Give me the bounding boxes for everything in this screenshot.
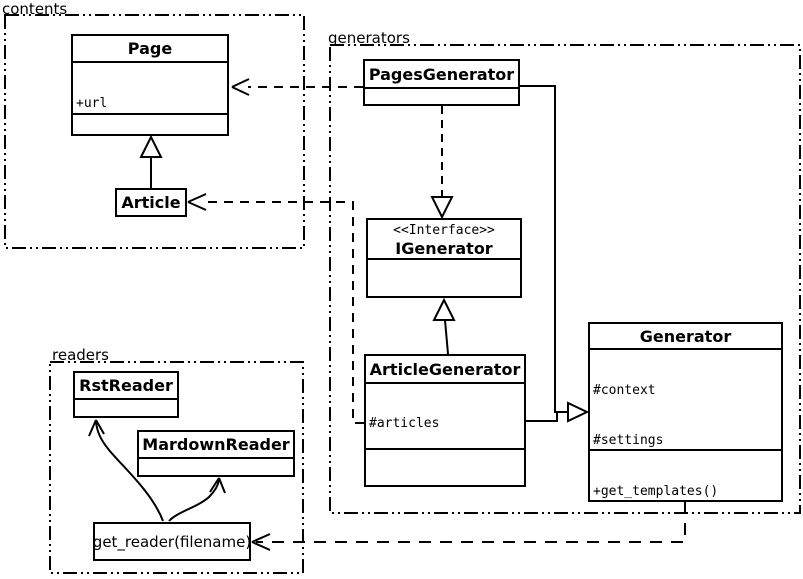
- class-mardownreader-title: MardownReader: [142, 435, 290, 454]
- class-pagesgenerator-attributes: #pages: [365, 87, 518, 104]
- class-rstreader-title: RstReader: [79, 376, 173, 395]
- class-page-title: Page: [127, 39, 173, 58]
- arrow-getreader-to-mardownreader: [168, 477, 226, 522]
- inheritance-arrow-article-to-page: [139, 134, 163, 188]
- class-generator-methods: +get_templates() +get_files(path,exclude…: [590, 449, 781, 500]
- dependency-arrow-pagesgenerator-to-page: [231, 78, 363, 96]
- generators-package-frame: [329, 44, 801, 514]
- class-rstreader: RstReader +read(): [73, 371, 179, 418]
- readers-package-label: readers: [52, 346, 109, 364]
- class-generator-title: Generator: [639, 326, 732, 346]
- class-generator-attributes: #context #settings #path #theme #output_…: [590, 348, 781, 449]
- class-article-title: Article: [121, 193, 181, 212]
- class-igenerator-methods: +generate_context() +generate_output(): [368, 258, 520, 296]
- class-igenerator-title: IGenerator: [395, 238, 493, 258]
- dependency-arrow-generator-to-getreader: [251, 502, 686, 551]
- contents-package-label: contents: [2, 0, 68, 18]
- class-generator: Generator #context #settings #path #them…: [588, 322, 783, 502]
- class-pagesgenerator: PagesGenerator #pages: [363, 59, 520, 106]
- attribute: #settings: [593, 432, 664, 448]
- class-page: Page +url +slug +summary +check_properti…: [71, 34, 229, 136]
- class-pagesgenerator-title: PagesGenerator: [368, 64, 515, 84]
- method: +generate_context(): [371, 295, 520, 296]
- generators-package-label: generators: [328, 29, 410, 47]
- class-articlegenerator-methods: +generate_feeds() +generate_pages(): [366, 448, 524, 485]
- attribute: +url: [76, 96, 108, 112]
- arrow-getreader-to-rstreader: [88, 419, 164, 522]
- class-page-attributes: +url +slug +summary: [73, 61, 227, 113]
- class-page-methods: +check_properties(): [73, 113, 227, 136]
- attribute: #context: [593, 383, 656, 398]
- class-igenerator-stereotype: <<Interface>>: [393, 223, 495, 238]
- inheritance-arrow-generators-to-generator: [520, 85, 590, 423]
- class-igenerator: <<Interface>> IGenerator +generate_conte…: [366, 218, 522, 298]
- class-articlegenerator-title: ArticleGenerator: [369, 359, 521, 379]
- dependency-arrow-articlegenerator-to-article: [187, 193, 364, 424]
- contents-package-frame: [4, 14, 305, 249]
- realization-arrow-pagesgenerator-to-igenerator: [430, 106, 454, 220]
- class-rstreader-methods: +read(): [75, 398, 177, 416]
- class-articlegenerator: ArticleGenerator #articles #dates #tags …: [364, 354, 526, 487]
- readers-package-frame: [49, 361, 304, 574]
- class-mardownreader: MardownReader +read(): [137, 430, 295, 477]
- class-articlegenerator-attributes: #articles #dates #tags #categories: [366, 382, 524, 448]
- function-get-reader: get_reader(filename): [93, 522, 251, 561]
- realization-arrow-articlegenerator-to-igenerator: [432, 297, 456, 355]
- class-mardownreader-methods: +read(): [139, 457, 293, 475]
- method: +get_templates(): [593, 483, 719, 499]
- attribute: #articles: [369, 416, 440, 431]
- class-article: Article: [115, 188, 187, 217]
